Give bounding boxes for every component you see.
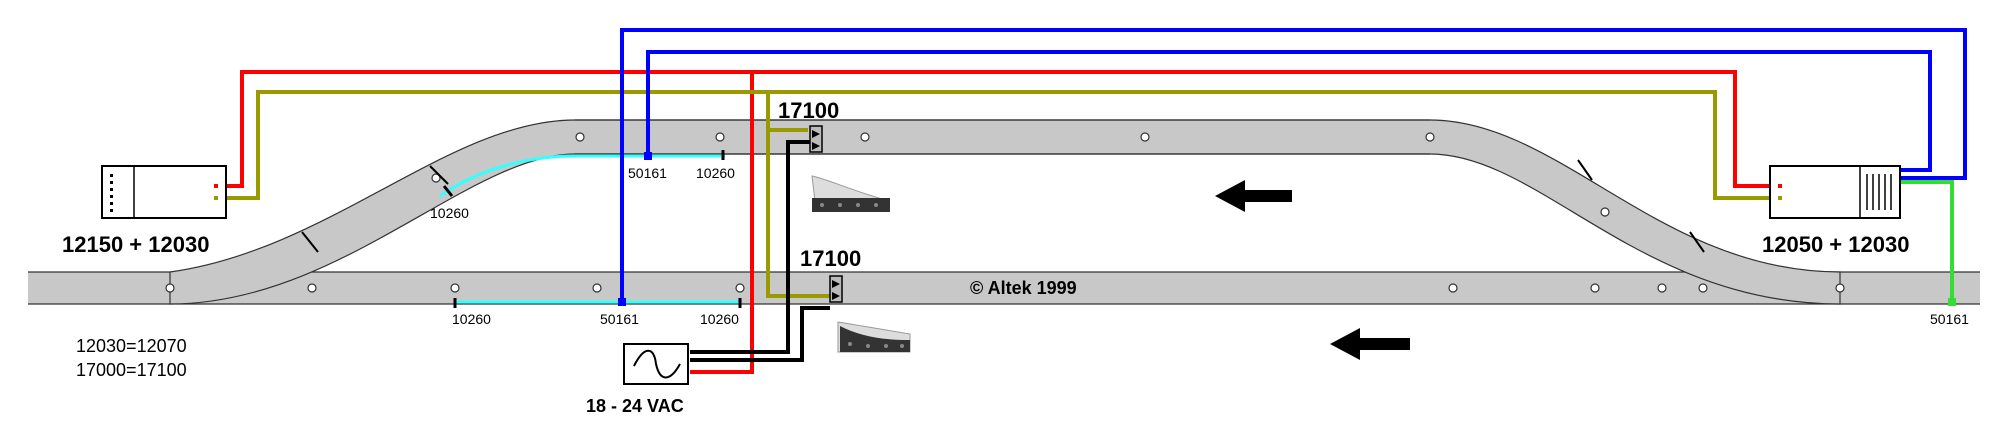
wire-black-signal-top: [690, 140, 810, 354]
wire-olive-main: [224, 90, 1770, 200]
signal-top: [809, 125, 823, 153]
contact-label: 10260: [430, 205, 469, 221]
contact-dots: [618, 152, 652, 306]
labels: 17100 17100 12150 + 12030 12050 + 12030 …: [62, 98, 1969, 416]
isolated-section-top: [439, 154, 725, 198]
copyright-label: © Altek 1999: [970, 278, 1077, 298]
signal-bottom: [829, 275, 843, 303]
signal-arm-top: [811, 175, 890, 212]
equivalence-1: 12030=12070: [76, 336, 187, 356]
contact-label: 10260: [452, 311, 491, 327]
direction-arrow-bottom: [1330, 328, 1410, 360]
track-top: [169, 119, 1841, 305]
tracks: [28, 119, 1980, 308]
contact-label: 50161: [1930, 311, 1969, 327]
contact-label: 50161: [600, 311, 639, 327]
wire-green: [1900, 180, 1954, 304]
wires: [224, 28, 1967, 374]
wire-black-signal-bottom: [690, 306, 830, 362]
signal-top-label: 17100: [778, 98, 839, 123]
wire-blue-outer: [620, 28, 1967, 302]
power-label: 18 - 24 VAC: [586, 396, 684, 416]
wire-red-power: [690, 72, 754, 374]
wire-olive-signals: [766, 92, 830, 298]
contact-label: 10260: [696, 165, 735, 181]
track-bottom: [28, 272, 1980, 304]
right-module: [1769, 165, 1901, 219]
left-module: [101, 165, 227, 219]
contact-label: 50161: [628, 165, 667, 181]
power-transformer: [623, 343, 689, 385]
contact-label: 10260: [700, 311, 739, 327]
signal-bottom-label: 17100: [800, 246, 861, 271]
right-module-label: 12050 + 12030: [1762, 232, 1909, 257]
equivalence-2: 17000=17100: [76, 360, 187, 380]
wire-red-main: [224, 70, 1770, 188]
left-module-label: 12150 + 12030: [62, 232, 209, 257]
direction-arrow-top: [1215, 180, 1292, 212]
wire-blue-inner: [646, 50, 1932, 172]
signal-arm-bottom: [837, 321, 911, 353]
